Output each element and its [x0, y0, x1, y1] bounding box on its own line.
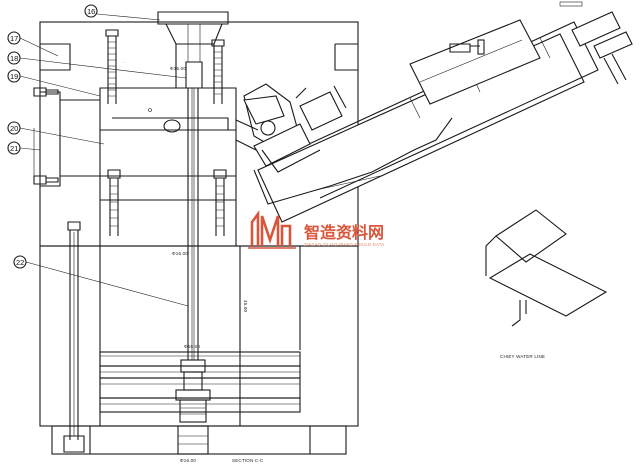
- dim-label-4: Φ16.00: [180, 458, 196, 463]
- section-label: SECTION C-C: [232, 458, 264, 463]
- callout-19: 19: [10, 72, 18, 81]
- callout-21: 21: [10, 144, 18, 153]
- dim-label-2: Φ16.00: [172, 251, 188, 256]
- watermark-brand-en: ZHIZAO ZILIAO WANG MOULD DATA: [304, 242, 385, 247]
- nozzle-column: [148, 88, 211, 455]
- callout-22: 22: [16, 258, 24, 267]
- inclined-slide-assembly: [235, 11, 633, 223]
- water-line-schematic: [485, 209, 608, 327]
- bolts: [33, 29, 227, 453]
- water-line-label: CHIEY WATER LINE: [500, 354, 545, 359]
- svg-text:·: ·: [121, 62, 126, 64]
- watermark-brand-cn: 智造资料网: [304, 223, 384, 242]
- dim-label-1: Φ16.00: [170, 66, 186, 71]
- dim-label-3: Φ16.00: [184, 344, 200, 349]
- watermark-logo-icon: [248, 210, 296, 249]
- callouts: 16 17 18 19 20 21 22: [7, 4, 189, 307]
- callout-18: 18: [10, 54, 18, 63]
- watermark: 智造资料网 ZHIZAO ZILIAO WANG MOULD DATA: [248, 210, 385, 249]
- callout-17: 17: [10, 34, 18, 43]
- callout-20: 20: [10, 124, 18, 133]
- dimension-labels: Φ16.00 Φ16.00 Φ16.00 Φ16.00 45.00 ·: [121, 62, 248, 463]
- dim-label-5: 45.00: [243, 300, 248, 313]
- callout-16: 16: [87, 7, 95, 16]
- sprue-bushing: [157, 11, 229, 89]
